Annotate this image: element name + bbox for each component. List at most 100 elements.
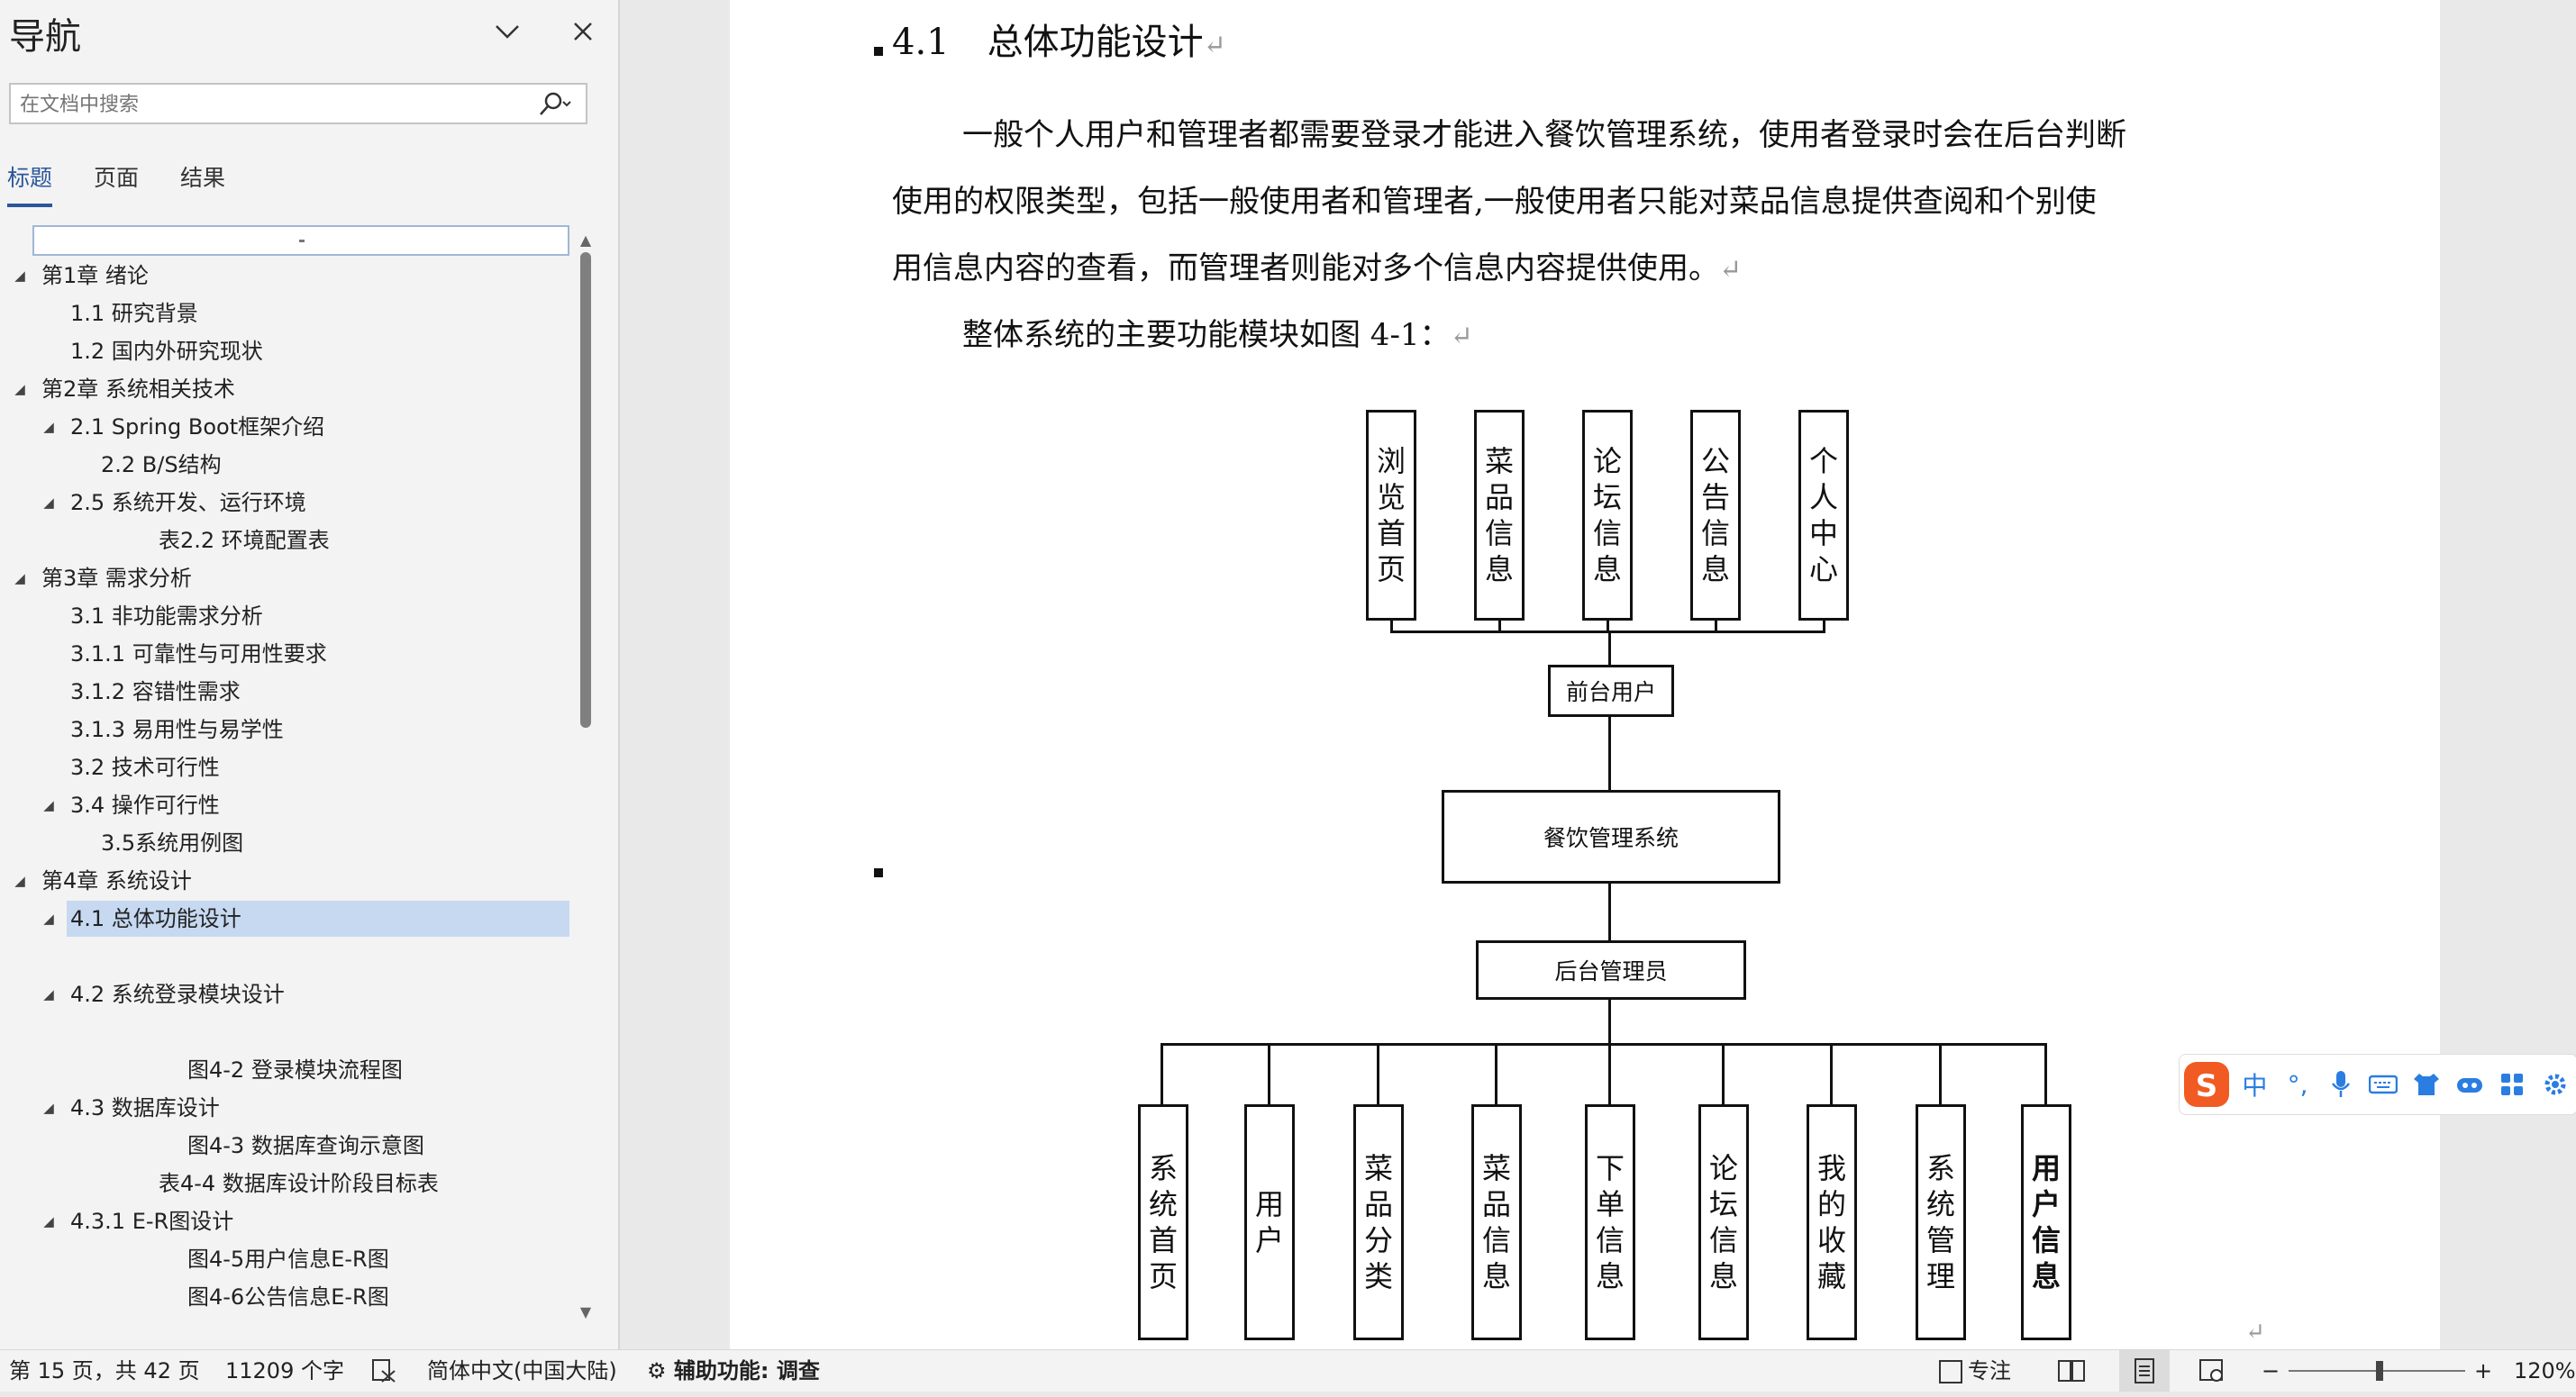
nav-tree-item[interactable]: ◢4.3 数据库设计	[0, 1090, 569, 1126]
nav-tree-label: 第3章 需求分析	[41, 566, 192, 591]
nav-tree-item[interactable]: 3.2 技术可行性	[0, 749, 569, 785]
module-box-bottom: 用户	[1244, 1104, 1295, 1340]
nav-tree-item[interactable]: 3.5系统用例图	[0, 825, 569, 861]
web-layout-button[interactable]	[2198, 1350, 2226, 1392]
module-box-top: 菜品信息	[1474, 410, 1525, 621]
accessibility-button[interactable]: ⚙ 辅助功能: 调查	[647, 1358, 820, 1383]
punctuation-button[interactable]: °,	[2287, 1069, 2308, 1100]
collapse-arrow-icon[interactable]: ◢	[43, 1100, 54, 1116]
word-count[interactable]: 11209 个字	[225, 1358, 344, 1383]
collapse-arrow-icon[interactable]: ◢	[14, 873, 25, 889]
nav-tree-item[interactable]: ◢2.5 系统开发、运行环境	[0, 485, 569, 521]
chevron-down-icon	[496, 25, 519, 39]
nav-tree-item[interactable]: ◢4.2 系统登录模块设计	[0, 976, 569, 1012]
close-icon	[574, 23, 592, 41]
heading-preview-box[interactable]	[32, 225, 569, 256]
collapse-arrow-icon[interactable]: ◢	[14, 268, 25, 284]
proofing-icon[interactable]	[371, 1350, 396, 1392]
zoom-in-button[interactable]: +	[2474, 1358, 2493, 1383]
collapse-arrow-icon[interactable]: ◢	[43, 1213, 54, 1229]
read-mode-button[interactable]	[2058, 1350, 2085, 1392]
nav-tree-label: 第4章 系统设计	[41, 868, 192, 894]
zoom-level[interactable]: 120%	[2514, 1358, 2576, 1383]
nav-tree-item[interactable]: 3.1.1 可靠性与可用性要求	[0, 636, 569, 672]
nav-tree-item[interactable]: ◢第2章 系统相关技术	[0, 371, 569, 407]
collapse-arrow-icon[interactable]: ◢	[43, 419, 54, 435]
nav-tree-item[interactable]: 3.1 非功能需求分析	[0, 598, 569, 634]
nav-tree-item[interactable]: 1.1 研究背景	[0, 295, 569, 331]
search-button[interactable]	[528, 89, 580, 120]
admin-box: 后台管理员	[1476, 940, 1746, 1000]
robot-icon[interactable]	[2448, 1063, 2491, 1106]
nav-tree-item[interactable]: 表2.2 环境配置表	[0, 522, 569, 558]
collapse-arrow-icon[interactable]: ◢	[43, 911, 54, 927]
zoom-slider[interactable]	[2289, 1350, 2465, 1392]
nav-tree-label: 表4-4 数据库设计阶段目标表	[159, 1171, 439, 1196]
grid-icon[interactable]	[2491, 1063, 2535, 1106]
nav-tree-item[interactable]: 1.2 国内外研究现状	[0, 333, 569, 369]
nav-tabs: 标题 页面 结果	[7, 160, 267, 211]
collapse-arrow-icon[interactable]: ◢	[43, 986, 54, 1002]
nav-tree-item[interactable]	[0, 939, 569, 975]
focus-mode-button[interactable]: 专注	[1939, 1350, 2011, 1392]
collapse-arrow-icon[interactable]: ◢	[14, 381, 25, 397]
nav-tree-label: 图4-5用户信息E-R图	[187, 1247, 389, 1272]
nav-tree-label: 4.3.1 E-R图设计	[70, 1209, 234, 1234]
scroll-down-button[interactable]: ▼	[579, 1302, 592, 1320]
nav-tree-item[interactable]: 3.1.3 易用性与易学性	[0, 712, 569, 748]
language-indicator[interactable]: 简体中文(中国大陆)	[427, 1358, 617, 1383]
nav-tree-item[interactable]	[0, 1014, 569, 1050]
nav-tree-label: 3.5系统用例图	[101, 830, 244, 856]
module-box-bottom: 我的收藏	[1807, 1104, 1857, 1340]
nav-tree-label: 图4-2 登录模块流程图	[187, 1057, 403, 1083]
nav-tree-item[interactable]: 图4-2 登录模块流程图	[0, 1052, 569, 1088]
gear-icon[interactable]	[2534, 1063, 2576, 1106]
nav-options-button[interactable]	[485, 9, 530, 54]
nav-tree-item[interactable]: ◢ 第3章 需求分析	[0, 560, 569, 596]
shirt-icon[interactable]	[2405, 1063, 2448, 1106]
zoom-out-button[interactable]: −	[2262, 1358, 2280, 1383]
nav-tree-item[interactable]: 3.1.2 容错性需求	[0, 674, 569, 710]
tab-pages[interactable]: 页面	[94, 165, 140, 191]
print-layout-button[interactable]	[2119, 1350, 2170, 1392]
tab-results[interactable]: 结果	[180, 165, 226, 191]
zoom-slider-thumb	[2376, 1361, 2383, 1381]
page-count[interactable]: 第 15 页，共 42 页	[9, 1358, 200, 1383]
scroll-up-button[interactable]: ▲	[579, 231, 592, 249]
collapse-arrow-icon[interactable]: ◢	[43, 797, 54, 813]
scrollbar-thumb[interactable]	[580, 252, 591, 728]
module-box-bottom: 论坛信息	[1698, 1104, 1749, 1340]
sogou-logo-icon[interactable]: S	[2180, 1062, 2234, 1107]
nav-tree-item[interactable]: 2.2 B/S结构	[0, 447, 569, 483]
collapse-arrow-icon[interactable]: ◢	[43, 494, 54, 511]
nav-tree-item[interactable]: 表4-4 数据库设计阶段目标表	[0, 1166, 569, 1202]
tab-headings[interactable]: 标题	[7, 160, 53, 209]
nav-tree-label: 3.1.2 容错性需求	[70, 679, 241, 704]
nav-tree-label: 1.2 国内外研究现状	[70, 339, 263, 364]
search-input[interactable]	[18, 88, 526, 121]
collapse-arrow-icon[interactable]: ◢	[14, 570, 25, 586]
nav-tree-label: 图4-3 数据库查询示意图	[187, 1133, 424, 1158]
nav-tree-item[interactable]: ◢2.1 Spring Boot框架介绍	[0, 409, 569, 445]
body-line-1: 一般个人用户和管理者都需要登录才能进入餐饮管理系统，使用者登录时会在后台判断	[962, 117, 2126, 153]
keyboard-icon[interactable]	[2362, 1063, 2406, 1106]
nav-tree-label: 表2.2 环境配置表	[159, 528, 330, 553]
mic-icon[interactable]	[2319, 1063, 2362, 1106]
nav-tree-item[interactable]: 图4-6公告信息E-R图	[0, 1279, 569, 1315]
nav-tree-item[interactable]: 图4-5用户信息E-R图	[0, 1241, 569, 1277]
paragraph-mark: ↵	[2245, 1319, 2265, 1346]
nav-tree-item[interactable]: ◢ 第1章 绪论	[0, 258, 569, 294]
nav-tree-item[interactable]: ◢4.1 总体功能设计	[0, 901, 569, 937]
module-box-top: 浏览首页	[1366, 410, 1416, 621]
nav-tree-label: 第1章 绪论	[41, 263, 149, 288]
nav-tree-item[interactable]: ◢3.4 操作可行性	[0, 787, 569, 823]
nav-close-button[interactable]	[560, 9, 605, 54]
ime-mode-button[interactable]: 中	[2242, 1071, 2268, 1101]
nav-tree-item[interactable]: ◢ 第4章 系统设计	[0, 863, 569, 899]
nav-tree-item[interactable]: 图4-3 数据库查询示意图	[0, 1128, 569, 1164]
nav-tree-label: 3.1.3 易用性与易学性	[70, 717, 284, 742]
nav-tree-item[interactable]: ◢ 4.3.1 E-R图设计	[0, 1203, 569, 1239]
heading-text: 总体功能设计	[987, 22, 1204, 63]
